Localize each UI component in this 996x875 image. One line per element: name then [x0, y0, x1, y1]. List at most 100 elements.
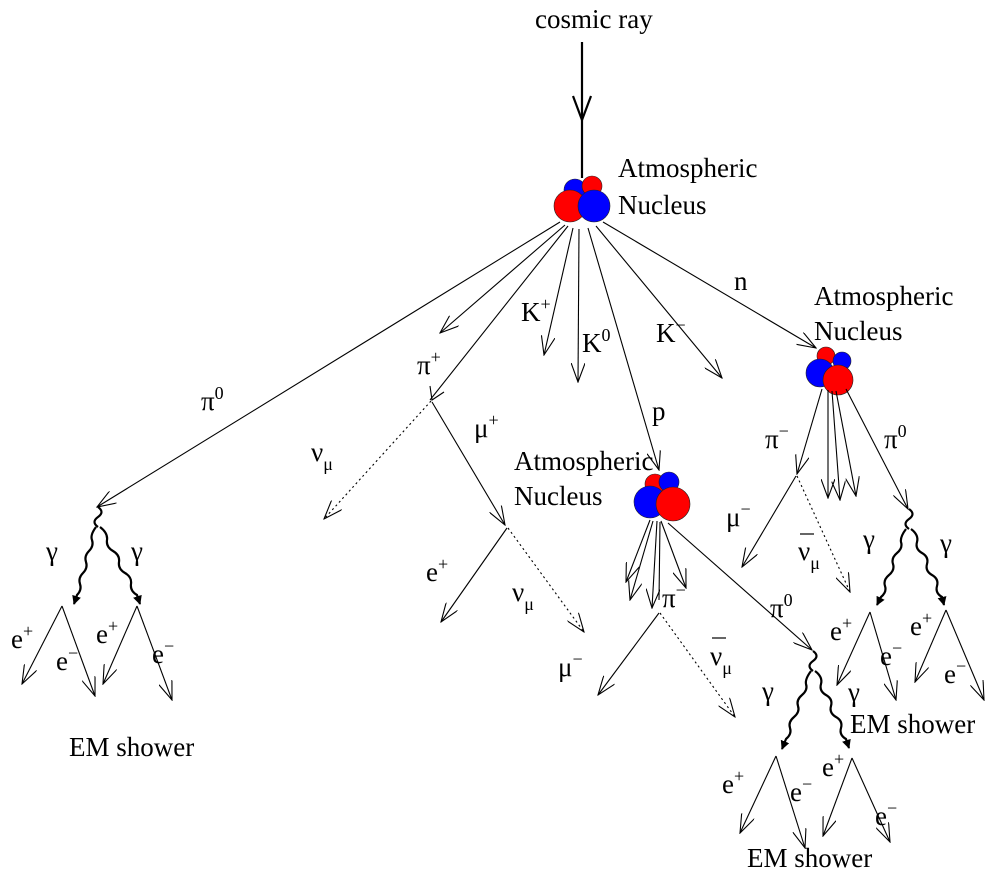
e-plus-track-center-2 [823, 757, 853, 836]
nubar-mu-track-right [796, 475, 850, 592]
k-plus-label: K+ [521, 294, 551, 327]
fragment-track [652, 520, 657, 608]
nucleus-label-top-2: Nucleus [618, 190, 706, 220]
atmospheric-nucleus-right [805, 346, 854, 396]
k-minus-track [595, 225, 722, 378]
cosmic-ray-label: cosmic ray [535, 4, 653, 34]
pi0-vertex-right [904, 508, 914, 530]
k-plus-track [544, 227, 574, 355]
k-zero-track [578, 228, 579, 382]
pi0-left-track [97, 221, 561, 507]
em-shower-label-right: EM shower [850, 709, 975, 739]
e-minus-label-right-1: e− [880, 638, 902, 671]
pi-plus-track [429, 225, 569, 401]
em-shower-label-bottom: EM shower [747, 843, 872, 873]
fragment-track [835, 390, 856, 496]
nubar-mu-label-center: νμ [710, 641, 732, 678]
gamma-label-center-2: γ [847, 677, 860, 707]
gamma-wave-left-1 [72, 526, 97, 605]
e-plus-track-mid [441, 527, 508, 622]
gamma-label-right-1: γ [862, 524, 875, 554]
e-minus-track-center-2 [851, 757, 890, 842]
k-zero-label: K0 [582, 325, 611, 358]
nucleus-label-right-1: Atmospheric [814, 281, 953, 311]
pi0-label-left: π0 [201, 383, 224, 416]
mu-minus-track-center [598, 612, 660, 695]
nucleus-label-right-2: Nucleus [814, 316, 902, 346]
mu-plus-track [431, 401, 505, 525]
proton-ball [655, 486, 691, 522]
e-plus-label-right-1: e+ [830, 613, 852, 646]
pi-plus-arrowhead [429, 385, 445, 401]
pi-minus-center-track [658, 521, 661, 601]
nubar-mu-label-right: νμ [798, 536, 820, 573]
nu-mu-track-1 [324, 400, 432, 519]
nu-mu-label-2: νμ [512, 577, 534, 614]
gamma-label-left-2: γ [130, 536, 143, 566]
atmospheric-nucleus-top [553, 175, 611, 223]
e-minus-label-center-1: e− [790, 774, 812, 807]
proton-ball [822, 364, 854, 396]
pi-plus-label: π+ [417, 347, 441, 380]
e-plus-track-right-1 [837, 611, 871, 685]
nubar-mu-track-center [659, 612, 735, 717]
pi-minus-label-right: π− [765, 421, 789, 454]
e-minus-track-right-2 [945, 609, 984, 700]
e-plus-label-mid: e+ [426, 554, 448, 587]
e-plus-track-left-1 [22, 605, 63, 684]
e-plus-track-right-2 [915, 609, 947, 682]
pi0-vertex-center [808, 650, 818, 672]
pi0-vertex-left [93, 506, 103, 528]
cosmic-ray-arrowhead [571, 95, 593, 124]
gamma-wave-right-1 [876, 528, 907, 606]
gamma-wave-center-2 [814, 670, 851, 749]
e-minus-label-left-1: e− [56, 643, 78, 676]
pi0-track-right [845, 388, 908, 509]
nucleus-label-top-1: Atmospheric [618, 153, 757, 183]
gamma-label-center-1: γ [761, 676, 774, 706]
gamma-wave-right-2 [910, 528, 947, 606]
e-minus-label-center-2: e− [875, 798, 897, 831]
gamma-wave-left-2 [99, 526, 142, 605]
neutron-label: n [734, 266, 748, 296]
e-plus-label-center-2: e+ [822, 749, 844, 782]
nu-mu-track-2 [507, 527, 584, 632]
neutron-track [602, 221, 816, 348]
pi-minus-label-center: π− [662, 580, 686, 613]
e-plus-track-left-2 [103, 605, 138, 684]
mu-plus-label: μ+ [474, 410, 499, 443]
atmospheric-nucleus-center [633, 471, 691, 522]
gamma-label-left-1: γ [45, 536, 58, 566]
e-minus-label-left-2: e− [152, 636, 174, 669]
gamma-label-right-2: γ [939, 528, 952, 558]
pi-minus-right-track [797, 388, 823, 474]
mu-minus-track-right [742, 475, 797, 567]
e-minus-track-left-1 [61, 605, 95, 696]
fragment-track [626, 519, 651, 582]
nu-mu-label-1: νμ [311, 437, 333, 474]
proton-label: p [652, 396, 666, 426]
fragment-track [831, 390, 840, 500]
proton-track [587, 227, 659, 470]
mu-minus-label-right: μ− [726, 499, 751, 532]
fragment-track [660, 520, 686, 588]
gamma-wave-center-1 [780, 670, 812, 750]
k-minus-label: K− [656, 315, 686, 348]
nucleus-label-center-1: Atmospheric [514, 446, 653, 476]
nucleus-label-center-2: Nucleus [514, 481, 602, 511]
e-minus-track-left-2 [136, 605, 172, 700]
neutron-ball [577, 189, 611, 223]
e-plus-track-center-1 [740, 755, 777, 833]
mu-minus-label-center: μ− [558, 649, 583, 682]
e-plus-label-left-2: e+ [96, 616, 118, 649]
pi0-track-center [667, 522, 812, 650]
e-plus-label-left-1: e+ [11, 621, 33, 654]
e-minus-track-center-1 [775, 755, 805, 848]
em-shower-label-left: EM shower [69, 732, 194, 762]
fragment-track [630, 520, 654, 600]
e-minus-track-right-1 [869, 611, 896, 700]
side-track [440, 224, 566, 333]
e-plus-label-center-1: e+ [722, 766, 744, 799]
